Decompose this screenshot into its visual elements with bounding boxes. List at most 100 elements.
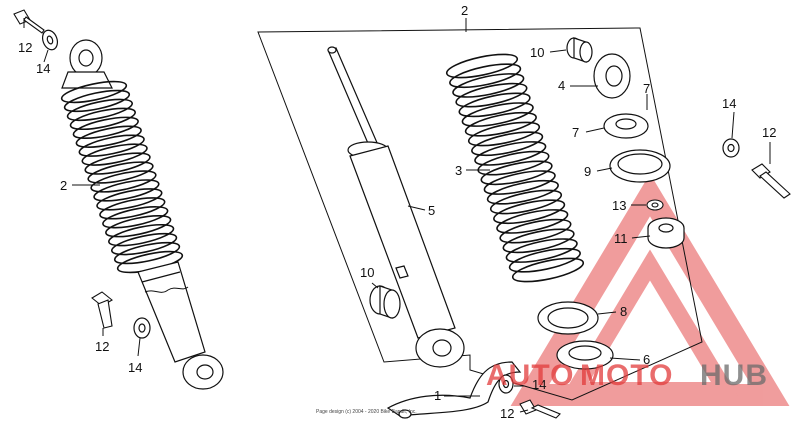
bushing-10-upper xyxy=(566,37,593,63)
watermark-triangle-inner xyxy=(560,249,740,398)
watermark-text: AUTO MOTO HUB xyxy=(486,359,768,392)
spring-coil xyxy=(60,80,128,104)
callout-14-bottom: 14 xyxy=(532,377,546,392)
callout-1: 1 xyxy=(434,388,441,403)
callout-7-lower: 7 xyxy=(572,125,579,140)
washer-14-right xyxy=(722,138,740,158)
spring-coil xyxy=(493,199,566,225)
callout-2-top: 2 xyxy=(461,3,468,18)
spring-coil xyxy=(72,116,139,139)
spring-coil xyxy=(81,143,148,166)
upper-spring-seat xyxy=(61,71,113,89)
washer-14-lower-left xyxy=(133,317,151,339)
callout-14-top-left: 14 xyxy=(36,61,50,76)
watermark-logo xyxy=(510,173,790,406)
spring-coil xyxy=(449,63,522,89)
spring-coil xyxy=(464,111,537,137)
copyright-notice: Page design (c) 2004 - 2020 Bike Bandit,… xyxy=(316,409,417,415)
spring-coil xyxy=(467,121,541,147)
callout-12-right: 12 xyxy=(762,125,776,140)
bushing-10-lower xyxy=(369,285,401,319)
spring-coil xyxy=(75,125,142,148)
adjuster-6 xyxy=(556,340,614,370)
bolt-12-top-left xyxy=(13,9,45,34)
callout-12-top-left: 12 xyxy=(18,40,32,55)
spring-coil xyxy=(483,170,556,195)
spring-coil xyxy=(474,141,547,166)
spring-coil xyxy=(66,98,134,122)
spring-coil xyxy=(78,134,145,157)
spring-coil xyxy=(471,131,544,157)
spring-coil xyxy=(102,206,169,229)
callout-13: 13 xyxy=(612,198,626,213)
spring-coil xyxy=(461,102,534,127)
callout-14-lower-left: 14 xyxy=(128,360,142,375)
callout-4: 4 xyxy=(558,78,565,93)
exploded-view-outline xyxy=(257,27,703,401)
callout-labels: 12 14 2 12 14 2 10 4 7 7 9 3 5 10 13 11 … xyxy=(18,3,776,421)
washer-14-bottom xyxy=(498,374,514,394)
spring-coil xyxy=(87,161,154,184)
spring-coil xyxy=(455,82,528,108)
spring-coil xyxy=(96,188,163,211)
callout-12-lower-left: 12 xyxy=(95,339,109,354)
damper-cylinder xyxy=(349,145,456,339)
left-shock-spring xyxy=(60,80,184,274)
spring-coil xyxy=(445,53,519,79)
spring-coil xyxy=(69,107,136,131)
bolt-12-right xyxy=(751,163,791,199)
coil-spring-3 xyxy=(445,53,585,283)
spring-coil xyxy=(508,247,581,273)
washer-14-top-left xyxy=(41,29,59,51)
spring-coil xyxy=(489,189,563,215)
spring-coil xyxy=(477,150,550,176)
spring-coil xyxy=(113,241,181,265)
spring-coil xyxy=(90,170,157,193)
callout-2-left: 2 xyxy=(60,178,67,193)
spring-coil xyxy=(486,179,559,205)
spring-coil xyxy=(108,223,175,247)
callout-8: 8 xyxy=(620,304,627,319)
callout-10-lower: 10 xyxy=(360,265,374,280)
spring-seat-9 xyxy=(609,149,671,183)
spring-coil xyxy=(93,179,160,202)
spring-coil xyxy=(511,257,585,283)
spring-coil xyxy=(84,152,151,175)
spring-coil xyxy=(502,228,575,254)
collar-7 xyxy=(603,113,649,139)
damper-unit-5 xyxy=(327,46,465,368)
stopper-rubber-4 xyxy=(593,53,631,99)
spring-coil xyxy=(110,232,178,256)
callout-12-bottom: 12 xyxy=(500,406,514,421)
spring-coil xyxy=(99,197,166,220)
bushing-11 xyxy=(647,217,685,249)
spring-guide-8 xyxy=(537,301,599,335)
spring-coil xyxy=(499,218,572,244)
leader-lines xyxy=(23,18,771,413)
spring-coil xyxy=(452,73,525,98)
callout-9: 9 xyxy=(584,164,591,179)
callout-6: 6 xyxy=(643,352,650,367)
callout-14-right: 14 xyxy=(722,96,736,111)
spring-coil xyxy=(105,215,172,238)
callout-5: 5 xyxy=(428,203,435,218)
spring-coil xyxy=(458,92,531,118)
nut-13 xyxy=(646,199,664,211)
spring-coil xyxy=(505,238,578,263)
callout-7-upper: 7 xyxy=(643,81,650,96)
damper-rod xyxy=(327,47,379,149)
mounting-bracket-1 xyxy=(386,361,522,419)
watermark-auto: AUTO xyxy=(486,359,574,392)
damper-body xyxy=(137,261,206,363)
bolt-12-lower-left xyxy=(91,291,113,329)
spring-coil xyxy=(63,89,131,113)
assembled-shock-absorber xyxy=(60,39,224,390)
callout-11: 11 xyxy=(614,231,628,246)
callout-10-upper: 10 xyxy=(530,45,544,60)
watermark-moto: MOTO xyxy=(580,359,673,392)
spring-coil xyxy=(496,209,569,234)
callout-3: 3 xyxy=(455,163,462,178)
watermark-hub: HUB xyxy=(700,359,768,392)
